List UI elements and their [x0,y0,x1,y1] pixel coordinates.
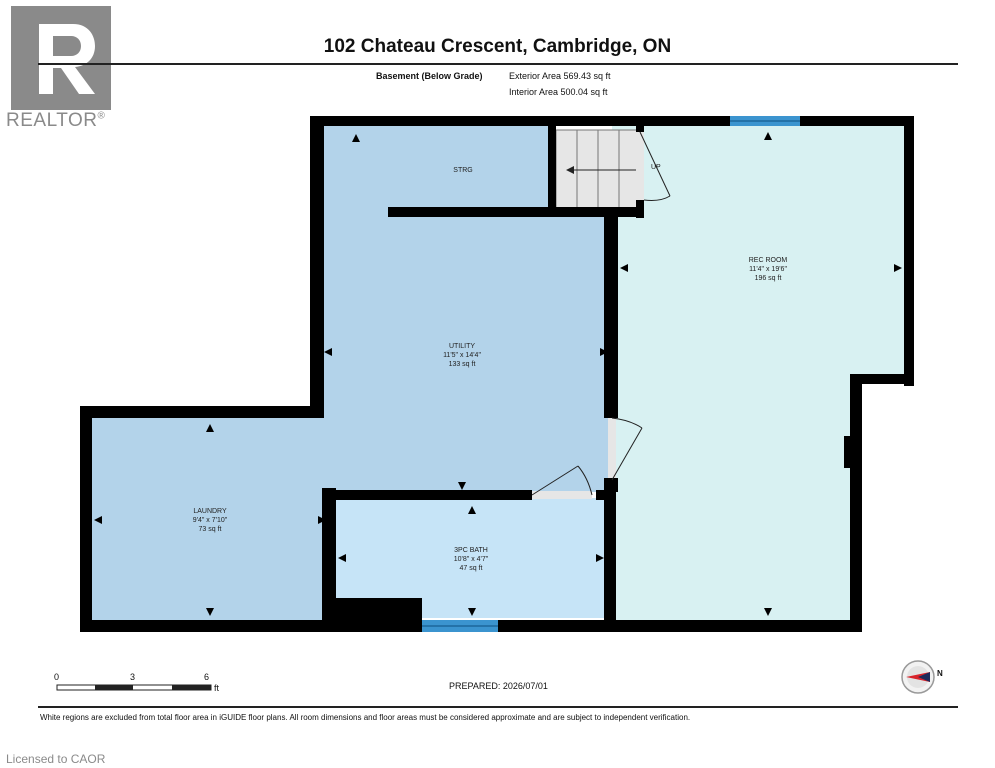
footer-note: White regions are excluded from total fl… [40,713,691,722]
rec-room [612,124,910,625]
door-stairs [636,131,671,201]
laundry-room [86,413,330,625]
room-label-bath: 3PC BATH 10'8" x 4'7" 47 sq ft [453,547,489,572]
scale-unit: ft [214,683,220,693]
utility-room [318,212,612,492]
walls [80,116,914,632]
level-name: Basement (Below Grade) [376,71,483,81]
stairs [555,129,641,211]
rec-room-top [640,124,910,136]
scale-label-0: 0 [54,672,60,682]
interior-area: Interior Area 500.04 sq ft [509,87,608,97]
room-label-utility: UTILITY 11'5" x 14'4" 133 sq ft [443,343,481,368]
scale-label-6: 6 [204,672,210,682]
header-divider [38,63,958,65]
room-label-rec-room: REC ROOM 11'4" x 19'6" 196 sq ft [748,257,788,282]
page-title: 102 Chateau Crescent, Cambridge, ON [323,36,672,57]
scale-label-3: 3 [130,672,136,682]
door-rec [608,417,643,481]
dimension-arrows [94,132,902,616]
realtor-wordmark: REALTOR® [6,110,106,131]
room-label-laundry: LAUNDRY 9'4" x 7'10" 73 sq ft [192,508,228,533]
compass-icon [901,660,935,694]
strg-room [318,124,550,212]
door-bath [531,465,593,499]
realtor-logo [11,6,111,110]
exterior-area: Exterior Area 569.43 sq ft [509,71,611,81]
scale-bar [56,684,212,691]
prepared-date: PREPARED: 2026/07/01 [449,681,548,691]
licensed-text: Licensed to CAOR [6,752,106,766]
stairs-up-label: UP [651,164,661,171]
footer-divider [38,706,958,708]
compass-north-label: N [937,669,943,678]
room-label-strg: STRG [453,167,473,174]
